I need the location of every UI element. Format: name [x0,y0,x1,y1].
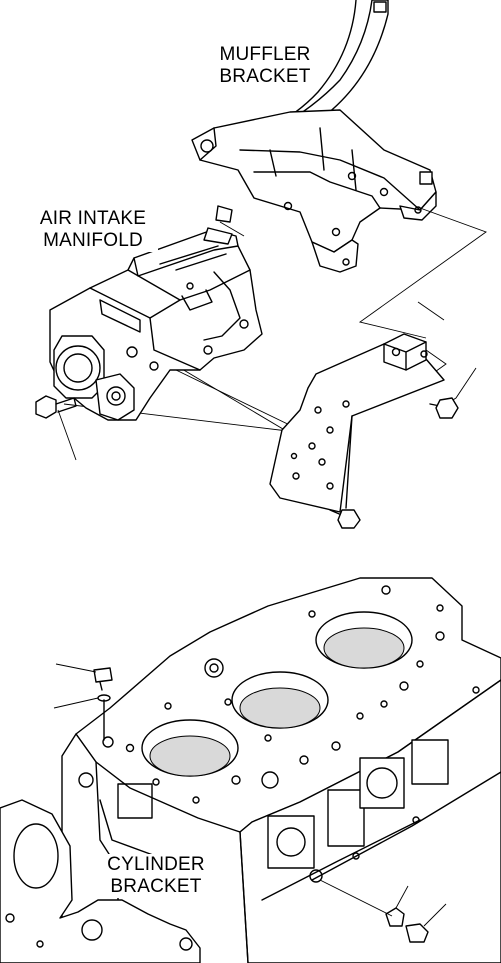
cylinder-block-part [61,577,501,963]
muffler-bracket-label: MUFFLER BRACKET [204,44,326,88]
cylinder-bracket-label-line1: CYLINDER [107,854,205,875]
air-intake-manifold-label-line1: AIR INTAKE [39,208,147,229]
plate-bolt-bottom [329,509,361,529]
plate-bolt-right [429,397,459,419]
muffler-bracket-label-line1: MUFFLER [219,44,311,65]
cylinder-bracket-label-line2: BRACKET [110,876,202,897]
cylinder-top-bolt [93,667,113,741]
muffler-bracket-part [191,0,437,273]
cylinder-side-bolts [385,907,429,943]
air-intake-manifold-part [49,205,263,421]
muffler-bracket-label-line2: BRACKET [219,66,311,87]
cylinder-bracket-part [0,799,201,963]
air-intake-manifold-label-line2: MANIFOLD [43,230,143,251]
assembly-lines-bottom [53,663,447,927]
cylinder-bracket-label: CYLINDER BRACKET [92,854,220,898]
air-intake-manifold-label: AIR INTAKE MANIFOLD [28,208,158,252]
manifold-bolt [35,395,77,419]
mounting-plate-part [269,333,445,513]
